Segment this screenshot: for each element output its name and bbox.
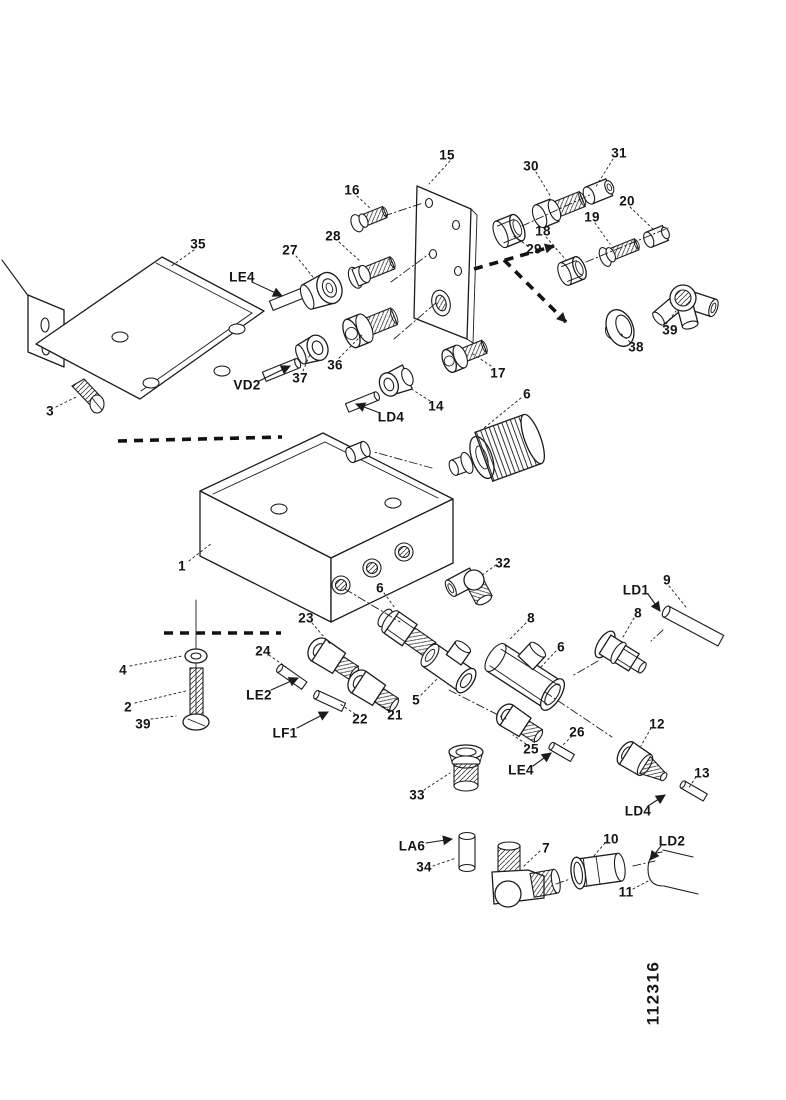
callout-15-0: 15 <box>439 147 455 163</box>
callout-la6-47: LA6 <box>398 838 426 854</box>
ring-38 <box>604 309 635 347</box>
fitting-14 <box>378 364 414 397</box>
callout-le2-26: LE2 <box>246 687 272 703</box>
callout-5-36: 5 <box>412 692 420 708</box>
elbow-7 <box>491 841 561 908</box>
screw-2 <box>182 667 210 731</box>
bracket-plate <box>27 256 265 400</box>
callout-6-35: 6 <box>557 639 565 655</box>
nut-29 <box>492 213 526 249</box>
callout-6-33: 6 <box>376 580 384 596</box>
connector-21 <box>347 669 400 713</box>
callout-28-8: 28 <box>325 228 341 244</box>
callout-3-15: 3 <box>46 403 54 419</box>
nut-18 <box>557 256 587 286</box>
cap-37 <box>295 334 329 365</box>
callout-11-52: 11 <box>618 884 634 900</box>
callout-25-42: 25 <box>523 741 539 757</box>
pipe-26 <box>548 741 575 763</box>
elbow-32 <box>444 567 493 606</box>
screw-36 <box>342 307 399 349</box>
valve-block <box>199 432 454 623</box>
screw-16 <box>350 205 388 233</box>
washer-4 <box>184 648 208 664</box>
callout-ld2-51: LD2 <box>658 833 686 849</box>
callout-16-1: 16 <box>344 182 360 198</box>
callout-36-14: 36 <box>327 357 343 373</box>
callout-35-10: 35 <box>190 236 206 252</box>
callout-21-28: 21 <box>387 707 403 723</box>
callout-31-3: 31 <box>611 145 627 161</box>
callout-39-32: 39 <box>135 716 151 732</box>
callout-ld4-20: LD4 <box>377 409 405 425</box>
callout-34-48: 34 <box>416 859 432 875</box>
callout-29-7: 29 <box>526 241 542 257</box>
callout-1-22: 1 <box>178 558 186 574</box>
screw-28 <box>347 256 396 289</box>
pipe-22 <box>313 689 347 712</box>
callout-27-9: 27 <box>282 242 298 258</box>
cap-33 <box>448 744 484 792</box>
callout-8-34: 8 <box>527 610 535 626</box>
callout-30-2: 30 <box>523 158 539 174</box>
callout-20-4: 20 <box>619 193 635 209</box>
callout-ld1-37: LD1 <box>622 582 650 598</box>
clip-ld2 <box>647 849 699 895</box>
plate-15 <box>413 185 478 344</box>
tee-6 <box>484 641 566 711</box>
callout-ld4-45: LD4 <box>624 803 652 819</box>
screw-19 <box>598 237 640 268</box>
hose-13 <box>679 780 708 802</box>
callout-le4-43: LE4 <box>508 762 534 778</box>
callout-vd2-12: VD2 <box>233 377 261 393</box>
callout-7-49: 7 <box>542 840 550 856</box>
knob-6 <box>448 413 546 483</box>
connector-8 <box>594 630 647 674</box>
port-arrows <box>251 281 666 861</box>
bolt-3 <box>71 378 105 414</box>
pin-34 <box>458 831 476 873</box>
callout-39-18: 39 <box>662 322 678 338</box>
fitting-20 <box>643 224 670 248</box>
callout-12-40: 12 <box>649 716 665 732</box>
fitting-10 <box>570 852 626 890</box>
fitting-12 <box>616 741 668 782</box>
callout-4-30: 4 <box>119 662 127 678</box>
connector-25 <box>495 703 544 744</box>
callout-33-46: 33 <box>409 787 425 803</box>
assembly-axes <box>344 193 669 885</box>
callout-14-19: 14 <box>428 398 444 414</box>
tee-5 <box>420 640 477 694</box>
callout-26-41: 26 <box>569 724 585 740</box>
pipe-ld4-top <box>344 391 381 413</box>
callout-lf1-29: LF1 <box>272 725 298 741</box>
callout-6-21: 6 <box>523 386 531 402</box>
doc-number-text: 112316 <box>642 960 662 1026</box>
callout-18-6: 18 <box>535 223 551 239</box>
callout-leaders <box>55 158 697 890</box>
connector-27 <box>299 271 343 310</box>
callout-19-5: 19 <box>584 209 600 225</box>
callout-38-17: 38 <box>628 339 644 355</box>
wye-valve-39 <box>652 284 719 330</box>
callout-2-31: 2 <box>124 699 132 715</box>
callout-23-24: 23 <box>298 610 314 626</box>
callout-17-16: 17 <box>490 365 506 381</box>
callout-13-44: 13 <box>694 765 710 781</box>
callout-22-27: 22 <box>352 711 368 727</box>
doc-number: 112316 <box>598 938 708 1048</box>
callout-32-23: 32 <box>495 555 511 571</box>
callout-10-50: 10 <box>603 831 619 847</box>
screw-17 <box>441 339 488 373</box>
callout-8-39: 8 <box>634 605 642 621</box>
fitting-30 <box>531 190 587 229</box>
hose-9 <box>661 605 725 647</box>
callout-le4-11: LE4 <box>229 269 255 285</box>
callout-37-13: 37 <box>292 370 308 386</box>
callout-9-38: 9 <box>663 572 671 588</box>
callout-24-25: 24 <box>255 643 271 659</box>
